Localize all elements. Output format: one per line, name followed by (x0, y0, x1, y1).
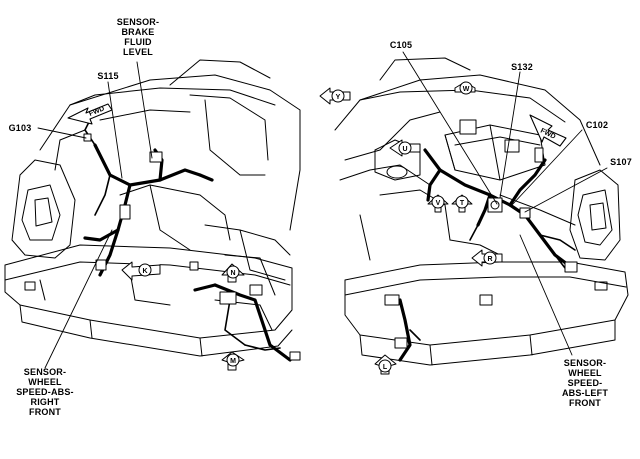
label-sensor-wheel-speed-abs-left-front: SENSOR- WHEEL SPEED- ABS-LEFT FRONT (561, 358, 609, 408)
left-engine-bay-view (4, 59, 301, 371)
right-engine-bay-view (319, 51, 629, 375)
view-tag-m: M (230, 358, 236, 365)
view-tag-u: U (402, 146, 407, 153)
view-tag-t: T (460, 200, 465, 207)
view-tag-w: W (463, 86, 470, 93)
view-tag-y: Y (336, 94, 341, 101)
label-g103: G103 (8, 123, 32, 133)
view-tag-letters: K N M Y W U V T R L (142, 86, 492, 371)
label-sensor-brake-fluid-level: SENSOR- BRAKE FLUID LEVEL (116, 17, 160, 57)
label-s115: S115 (97, 71, 119, 81)
label-s107: S107 (610, 157, 632, 167)
label-c105: C105 (389, 40, 413, 50)
view-tag-v: V (436, 200, 441, 207)
view-tag-r: R (487, 256, 492, 263)
view-tag-n: N (230, 270, 235, 277)
view-tag-k: K (142, 268, 147, 275)
label-c102: C102 (585, 120, 609, 130)
view-tag-l: L (383, 364, 388, 371)
label-s132: S132 (511, 62, 533, 72)
label-sensor-wheel-speed-abs-right-front: SENSOR- WHEEL SPEED-ABS- RIGHT FRONT (16, 367, 74, 417)
